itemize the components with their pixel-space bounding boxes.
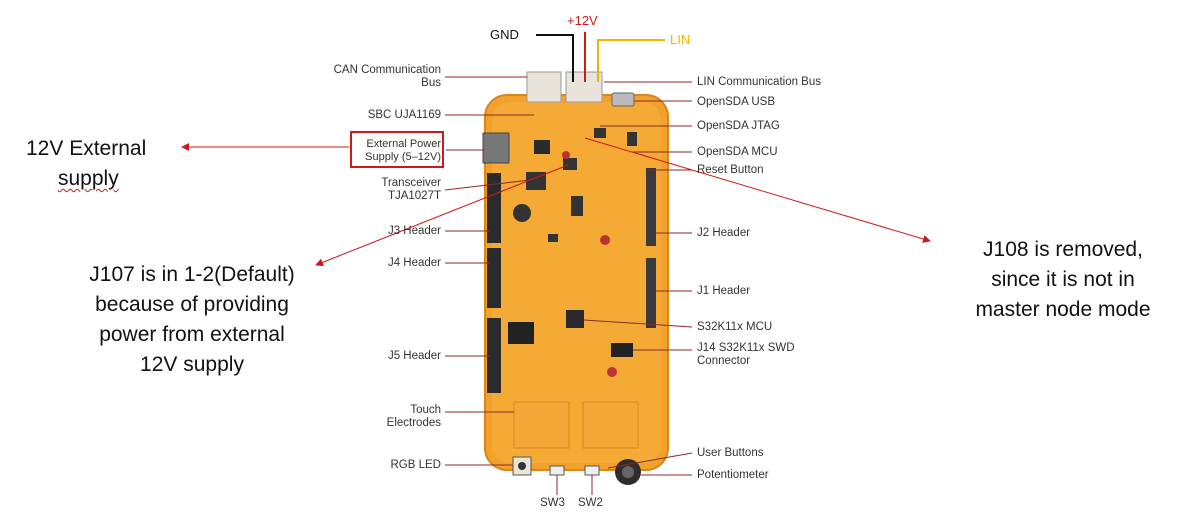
user-buttons-label: User Buttons xyxy=(697,447,764,459)
v12-label: +12V xyxy=(567,13,598,28)
transceiver-chip xyxy=(526,172,546,190)
sw2-button xyxy=(584,465,600,476)
capacitor xyxy=(513,204,531,222)
sbc-chip xyxy=(534,140,550,154)
j5-header-label: J5 Header xyxy=(387,350,441,362)
s32k-mcu-label: S32K11x MCU xyxy=(697,321,773,333)
leader-lines xyxy=(444,76,693,495)
opensda-mcu-label: OpenSDA MCU xyxy=(697,146,778,158)
ext-supply-annotation-line1: 12V External xyxy=(26,137,147,160)
annotation-arrows xyxy=(181,137,931,267)
potentiometer-label: Potentiometer xyxy=(697,469,769,481)
evaluation-board xyxy=(482,71,669,485)
lin-bus-label: LIN Communication Bus xyxy=(697,76,821,88)
jumper-block xyxy=(508,322,534,344)
touch-electrode-left xyxy=(513,401,570,449)
reset-button-label: Reset Button xyxy=(697,164,764,176)
usb-connector xyxy=(611,92,635,107)
external-power-label: External Power Supply (5–12V) xyxy=(365,138,441,163)
j108-annotation: J108 is removed, since it is not in mast… xyxy=(975,238,1151,321)
lin-wire xyxy=(597,39,665,82)
can-connector xyxy=(526,71,562,103)
swd-connector xyxy=(611,343,633,357)
opensda-jtag-label: OpenSDA JTAG xyxy=(697,120,780,132)
transceiver-label: Transceiver TJA1027T xyxy=(381,177,441,202)
j4-header-strip xyxy=(487,248,501,308)
touch-electrode-right xyxy=(582,401,639,449)
ext-supply-annotation-word: supply xyxy=(58,167,119,190)
j1-header-label: J1 Header xyxy=(697,285,751,297)
lin-label: LIN xyxy=(670,32,691,47)
power-jack xyxy=(482,132,510,164)
j2-header-strip xyxy=(646,168,656,246)
j1-header-strip xyxy=(646,258,656,328)
sw3-label: SW3 xyxy=(540,497,565,509)
gnd-wire xyxy=(536,34,574,82)
sw3-button xyxy=(549,465,565,476)
gnd-label: GND xyxy=(490,27,519,42)
touch-electrodes-label: Touch Electrodes xyxy=(386,404,441,429)
ext-supply-annotation-line2: supply xyxy=(58,166,119,192)
mcu-chip xyxy=(566,310,584,328)
can-bus-label: CAN Communication Bus xyxy=(333,64,441,89)
opensda-usb-label: OpenSDA USB xyxy=(697,96,775,108)
j4-header-label: J4 Header xyxy=(387,257,441,269)
j5-header-strip xyxy=(487,318,501,393)
j14-swd-label: J14 S32K11x SWD Connector xyxy=(697,342,795,367)
external-power-highlight-box xyxy=(350,131,444,168)
rgb-led-label: RGB LED xyxy=(390,459,442,471)
sw2-label: SW2 xyxy=(578,497,603,509)
j107-annotation: J107 is in 1-2(Default) because of provi… xyxy=(89,263,295,376)
j2-header-label: J2 Header xyxy=(697,227,751,239)
sbc-label: SBC UJA1169 xyxy=(367,109,441,121)
j3-header-strip xyxy=(487,173,501,243)
j3-header-label: J3 Header xyxy=(387,225,441,237)
